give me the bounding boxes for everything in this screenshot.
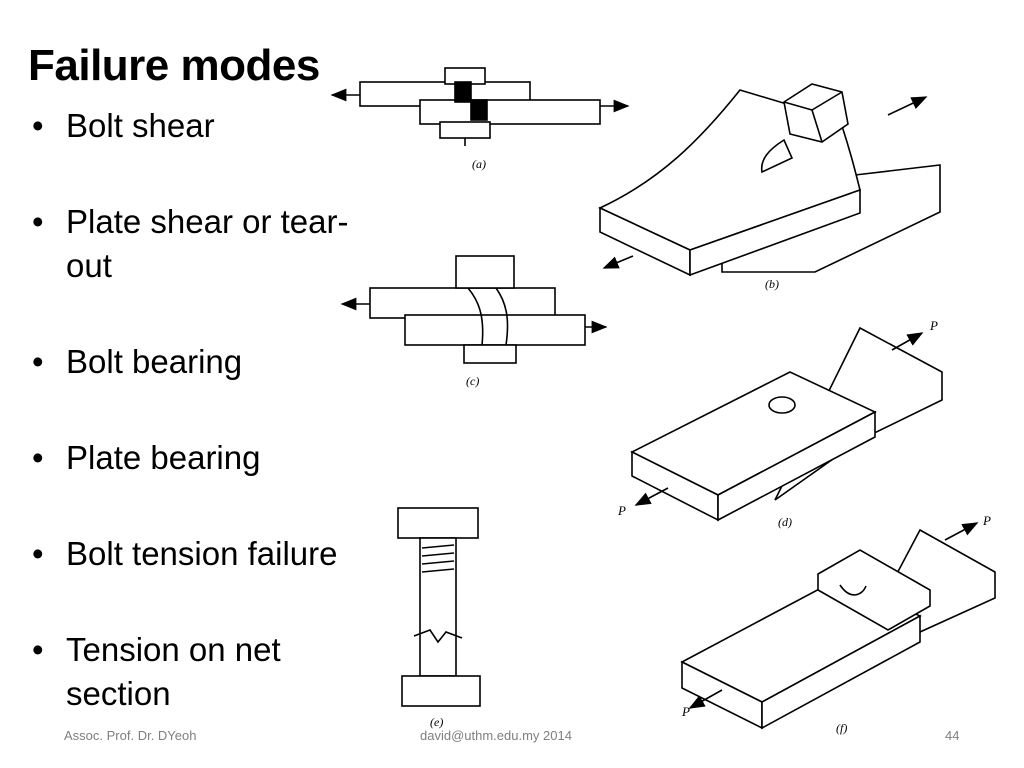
footer-email: david@uthm.edu.my 2014 [420,728,572,743]
caption-e: (e) [430,715,443,729]
figure-c-bolt-bearing [340,255,608,364]
failure-modes-list: Bolt shear Plate shear or tear-out Bolt … [32,104,392,768]
footer-page-number: 44 [945,728,960,743]
load-label-f-top: P [982,513,991,528]
slide-title: Failure modes [28,41,320,90]
caption-a: (a) [472,157,486,171]
footer-author: Assoc. Prof. Dr. DYeoh [64,728,197,743]
bullet-plate-bearing: Plate bearing [32,436,392,480]
caption-b: (b) [765,277,779,291]
bullet-bolt-tension: Bolt tension failure [32,532,392,576]
load-label-d-bottom: P [617,503,626,518]
load-label-f-bottom: P [681,704,690,719]
bullet-net-section: Tension on net section [32,628,392,716]
figure-f-net-section [680,522,996,730]
caption-c: (c) [466,374,479,388]
bullet-bolt-bearing: Bolt bearing [32,340,392,384]
caption-d: (d) [778,515,792,529]
caption-f: (f) [836,721,847,735]
load-label-d-top: P [929,318,938,333]
figure-a-bolt-shear [330,67,630,146]
bullet-plate-shear: Plate shear or tear-out [32,200,392,288]
figure-d-plate-bearing [630,326,943,522]
figure-e-bolt-tension [397,507,481,707]
bullet-bolt-shear: Bolt shear [32,104,392,148]
figure-b-plate-tear-out [598,83,941,277]
